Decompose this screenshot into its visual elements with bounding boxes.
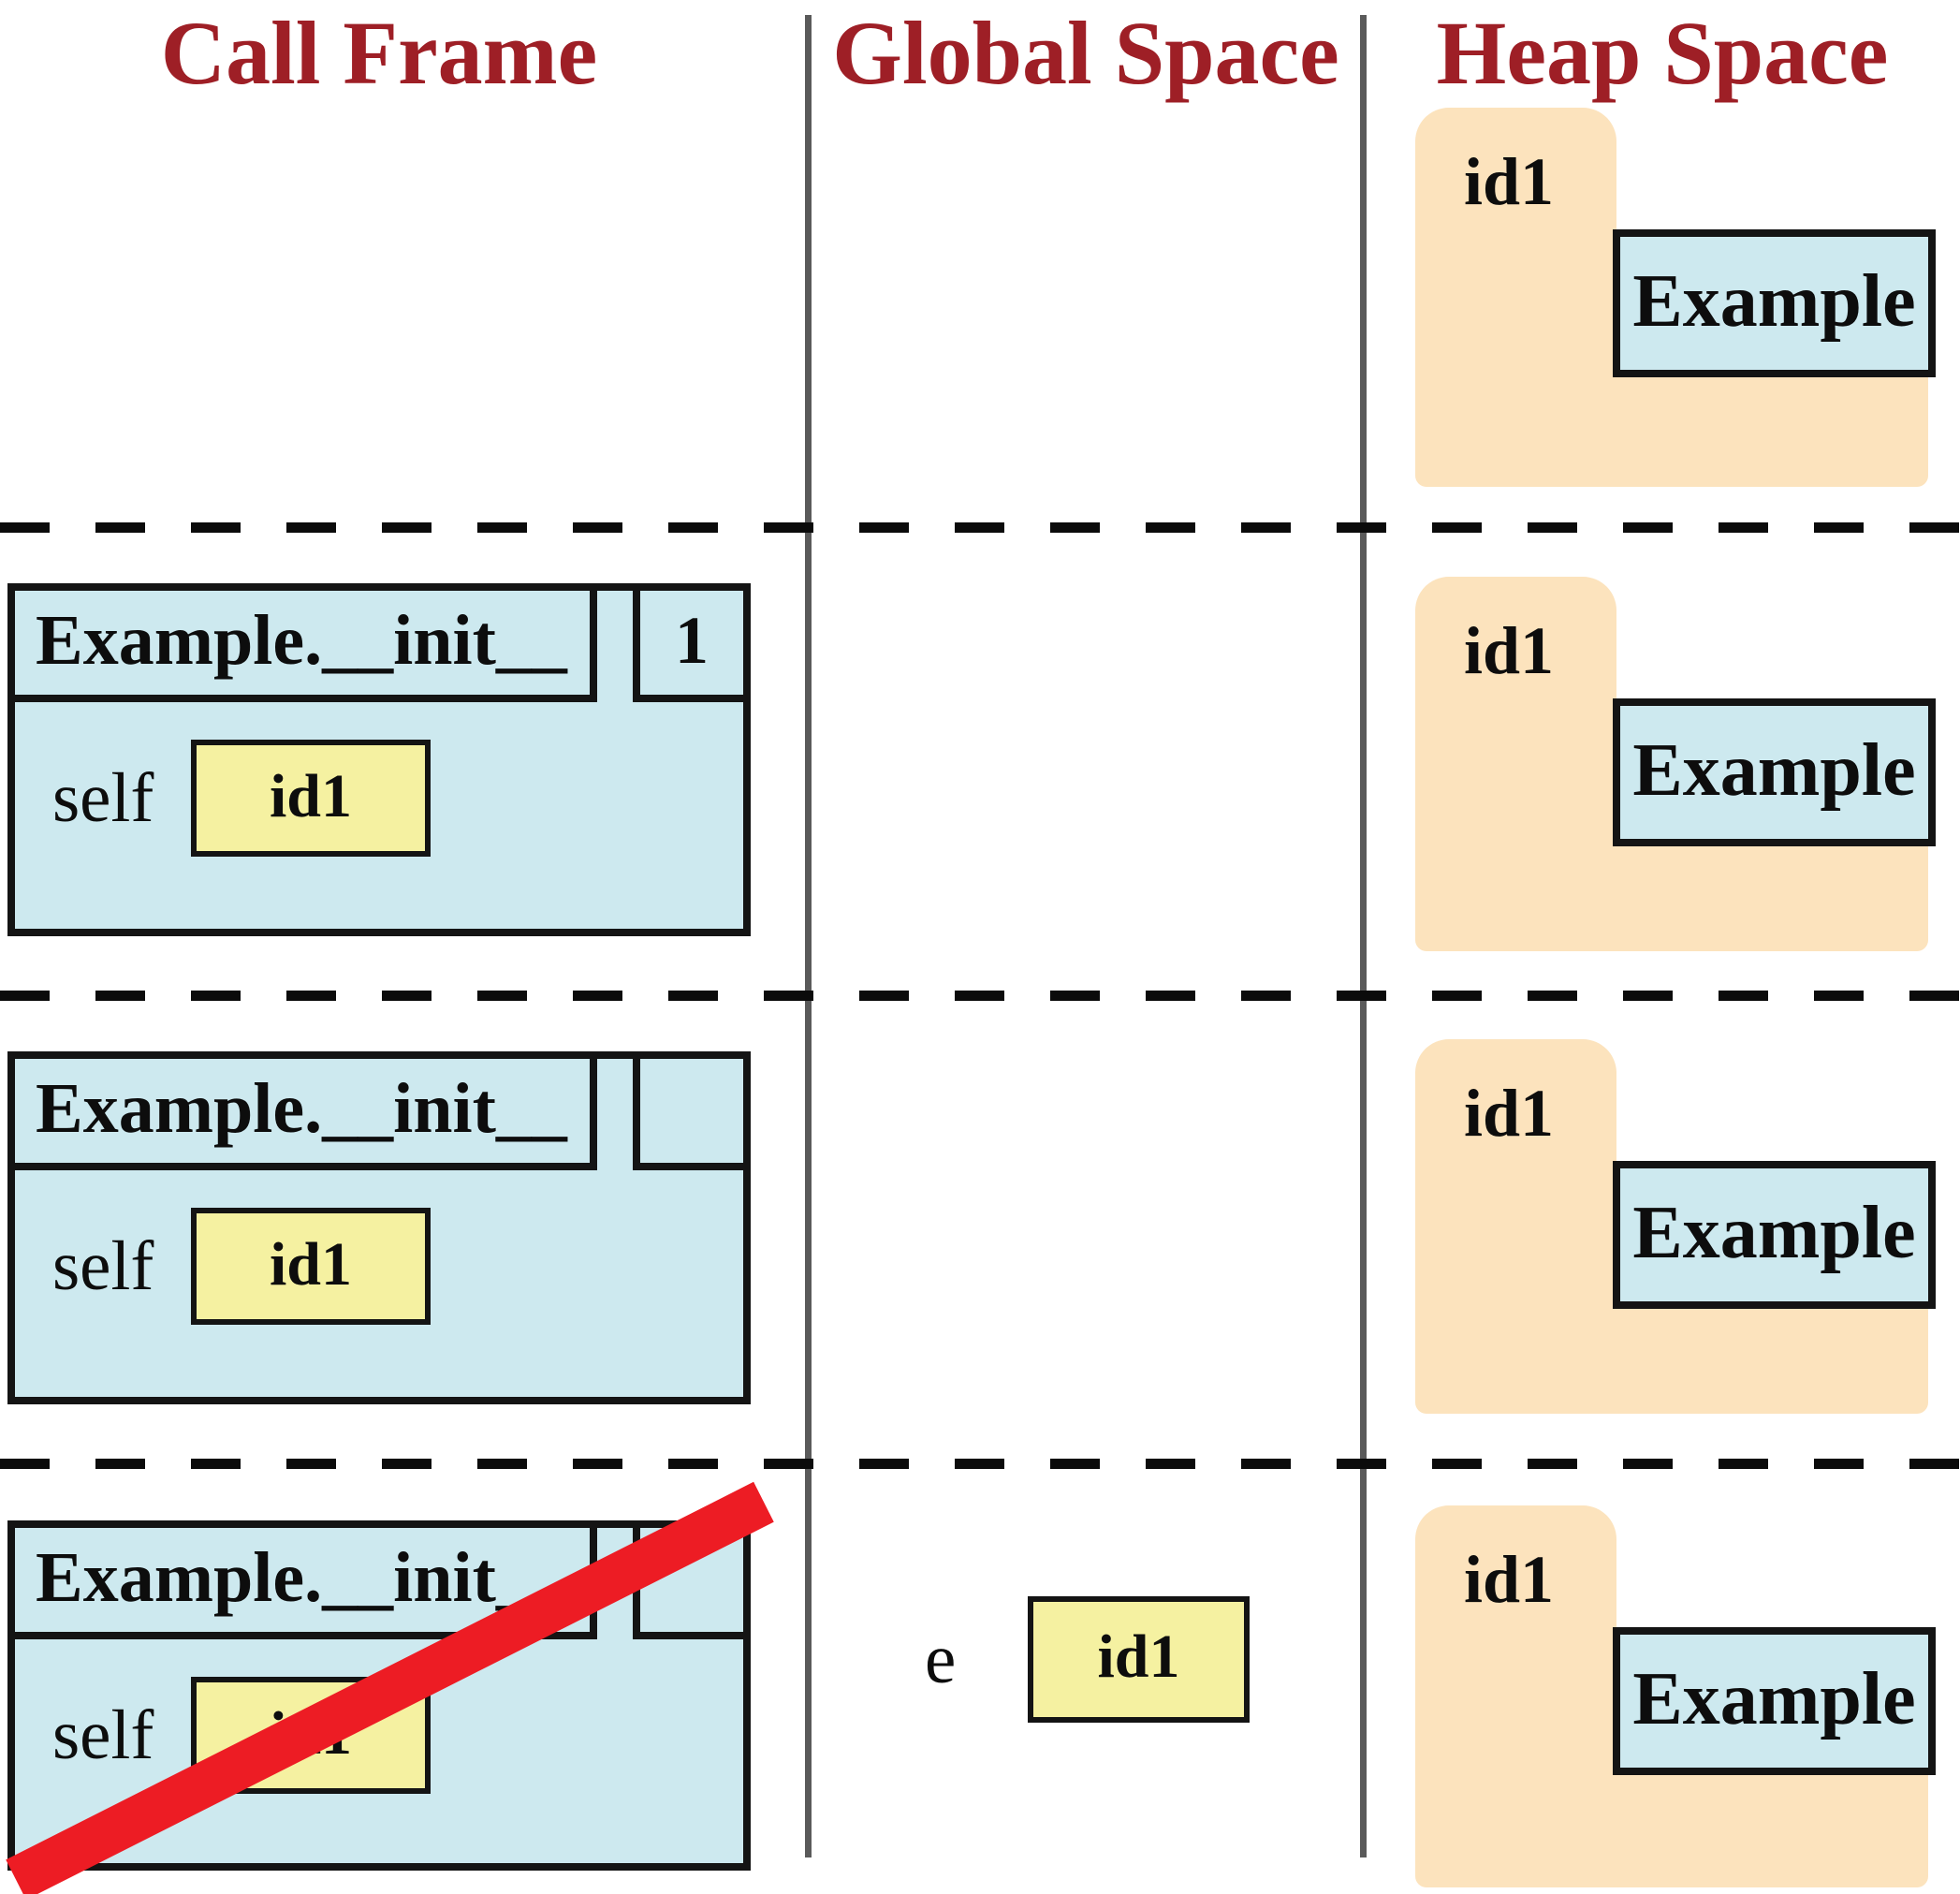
heap-object-folder: id1 Example bbox=[1415, 1505, 1936, 1887]
frame-variable-label: self bbox=[52, 1696, 154, 1774]
frame-variable-label: self bbox=[52, 759, 154, 837]
row-separator-3 bbox=[0, 1459, 1960, 1469]
frame-function-name: Example.__init__ bbox=[15, 591, 597, 702]
heap-object-folder: id1 Example bbox=[1415, 577, 1936, 951]
frame-function-name: Example.__init__ bbox=[15, 1059, 597, 1170]
heap-object-id-label: id1 bbox=[1464, 1076, 1555, 1151]
heap-object-class-box: Example bbox=[1613, 1627, 1936, 1775]
frame-variable-value-box: id1 bbox=[191, 1208, 431, 1325]
global-variable-value-box: id1 bbox=[1028, 1596, 1250, 1723]
heap-object-folder: id1 Example bbox=[1415, 1039, 1936, 1414]
folder-body bbox=[1415, 839, 1928, 951]
call-frame-step2: Example.__init__ self id1 bbox=[7, 1051, 751, 1404]
folder-tab bbox=[1415, 577, 1616, 848]
row-separator-2 bbox=[0, 991, 1960, 1001]
heap-space-column-header: Heap Space bbox=[1436, 3, 1889, 103]
call-frame-column-header: Call Frame bbox=[160, 3, 598, 103]
global-variable-label: e bbox=[925, 1621, 957, 1698]
folder-body bbox=[1415, 1768, 1928, 1887]
heap-object-folder: id1 Example bbox=[1415, 108, 1936, 487]
heap-object-class-box: Example bbox=[1613, 698, 1936, 846]
folder-body bbox=[1415, 370, 1928, 487]
frame-program-counter: 1 bbox=[633, 591, 743, 702]
frame-variable-label: self bbox=[52, 1227, 154, 1305]
heap-object-id-label: id1 bbox=[1464, 144, 1555, 219]
heap-object-id-label: id1 bbox=[1464, 1542, 1555, 1617]
heap-object-id-label: id1 bbox=[1464, 613, 1555, 688]
folder-tab bbox=[1415, 1039, 1616, 1311]
frame-variable-value-box: id1 bbox=[191, 740, 431, 857]
global-space-column-header: Global Space bbox=[832, 3, 1339, 103]
column-divider-right bbox=[1360, 15, 1367, 1857]
column-divider-left bbox=[805, 15, 812, 1857]
folder-body bbox=[1415, 1301, 1928, 1414]
heap-object-class-box: Example bbox=[1613, 1161, 1936, 1309]
folder-tab bbox=[1415, 1505, 1616, 1777]
heap-object-class-box: Example bbox=[1613, 229, 1936, 377]
folder-tab bbox=[1415, 108, 1616, 379]
call-frame-step1: Example.__init__ 1 self id1 bbox=[7, 583, 751, 936]
row-separator-1 bbox=[0, 522, 1960, 533]
frame-program-counter bbox=[633, 1059, 743, 1170]
